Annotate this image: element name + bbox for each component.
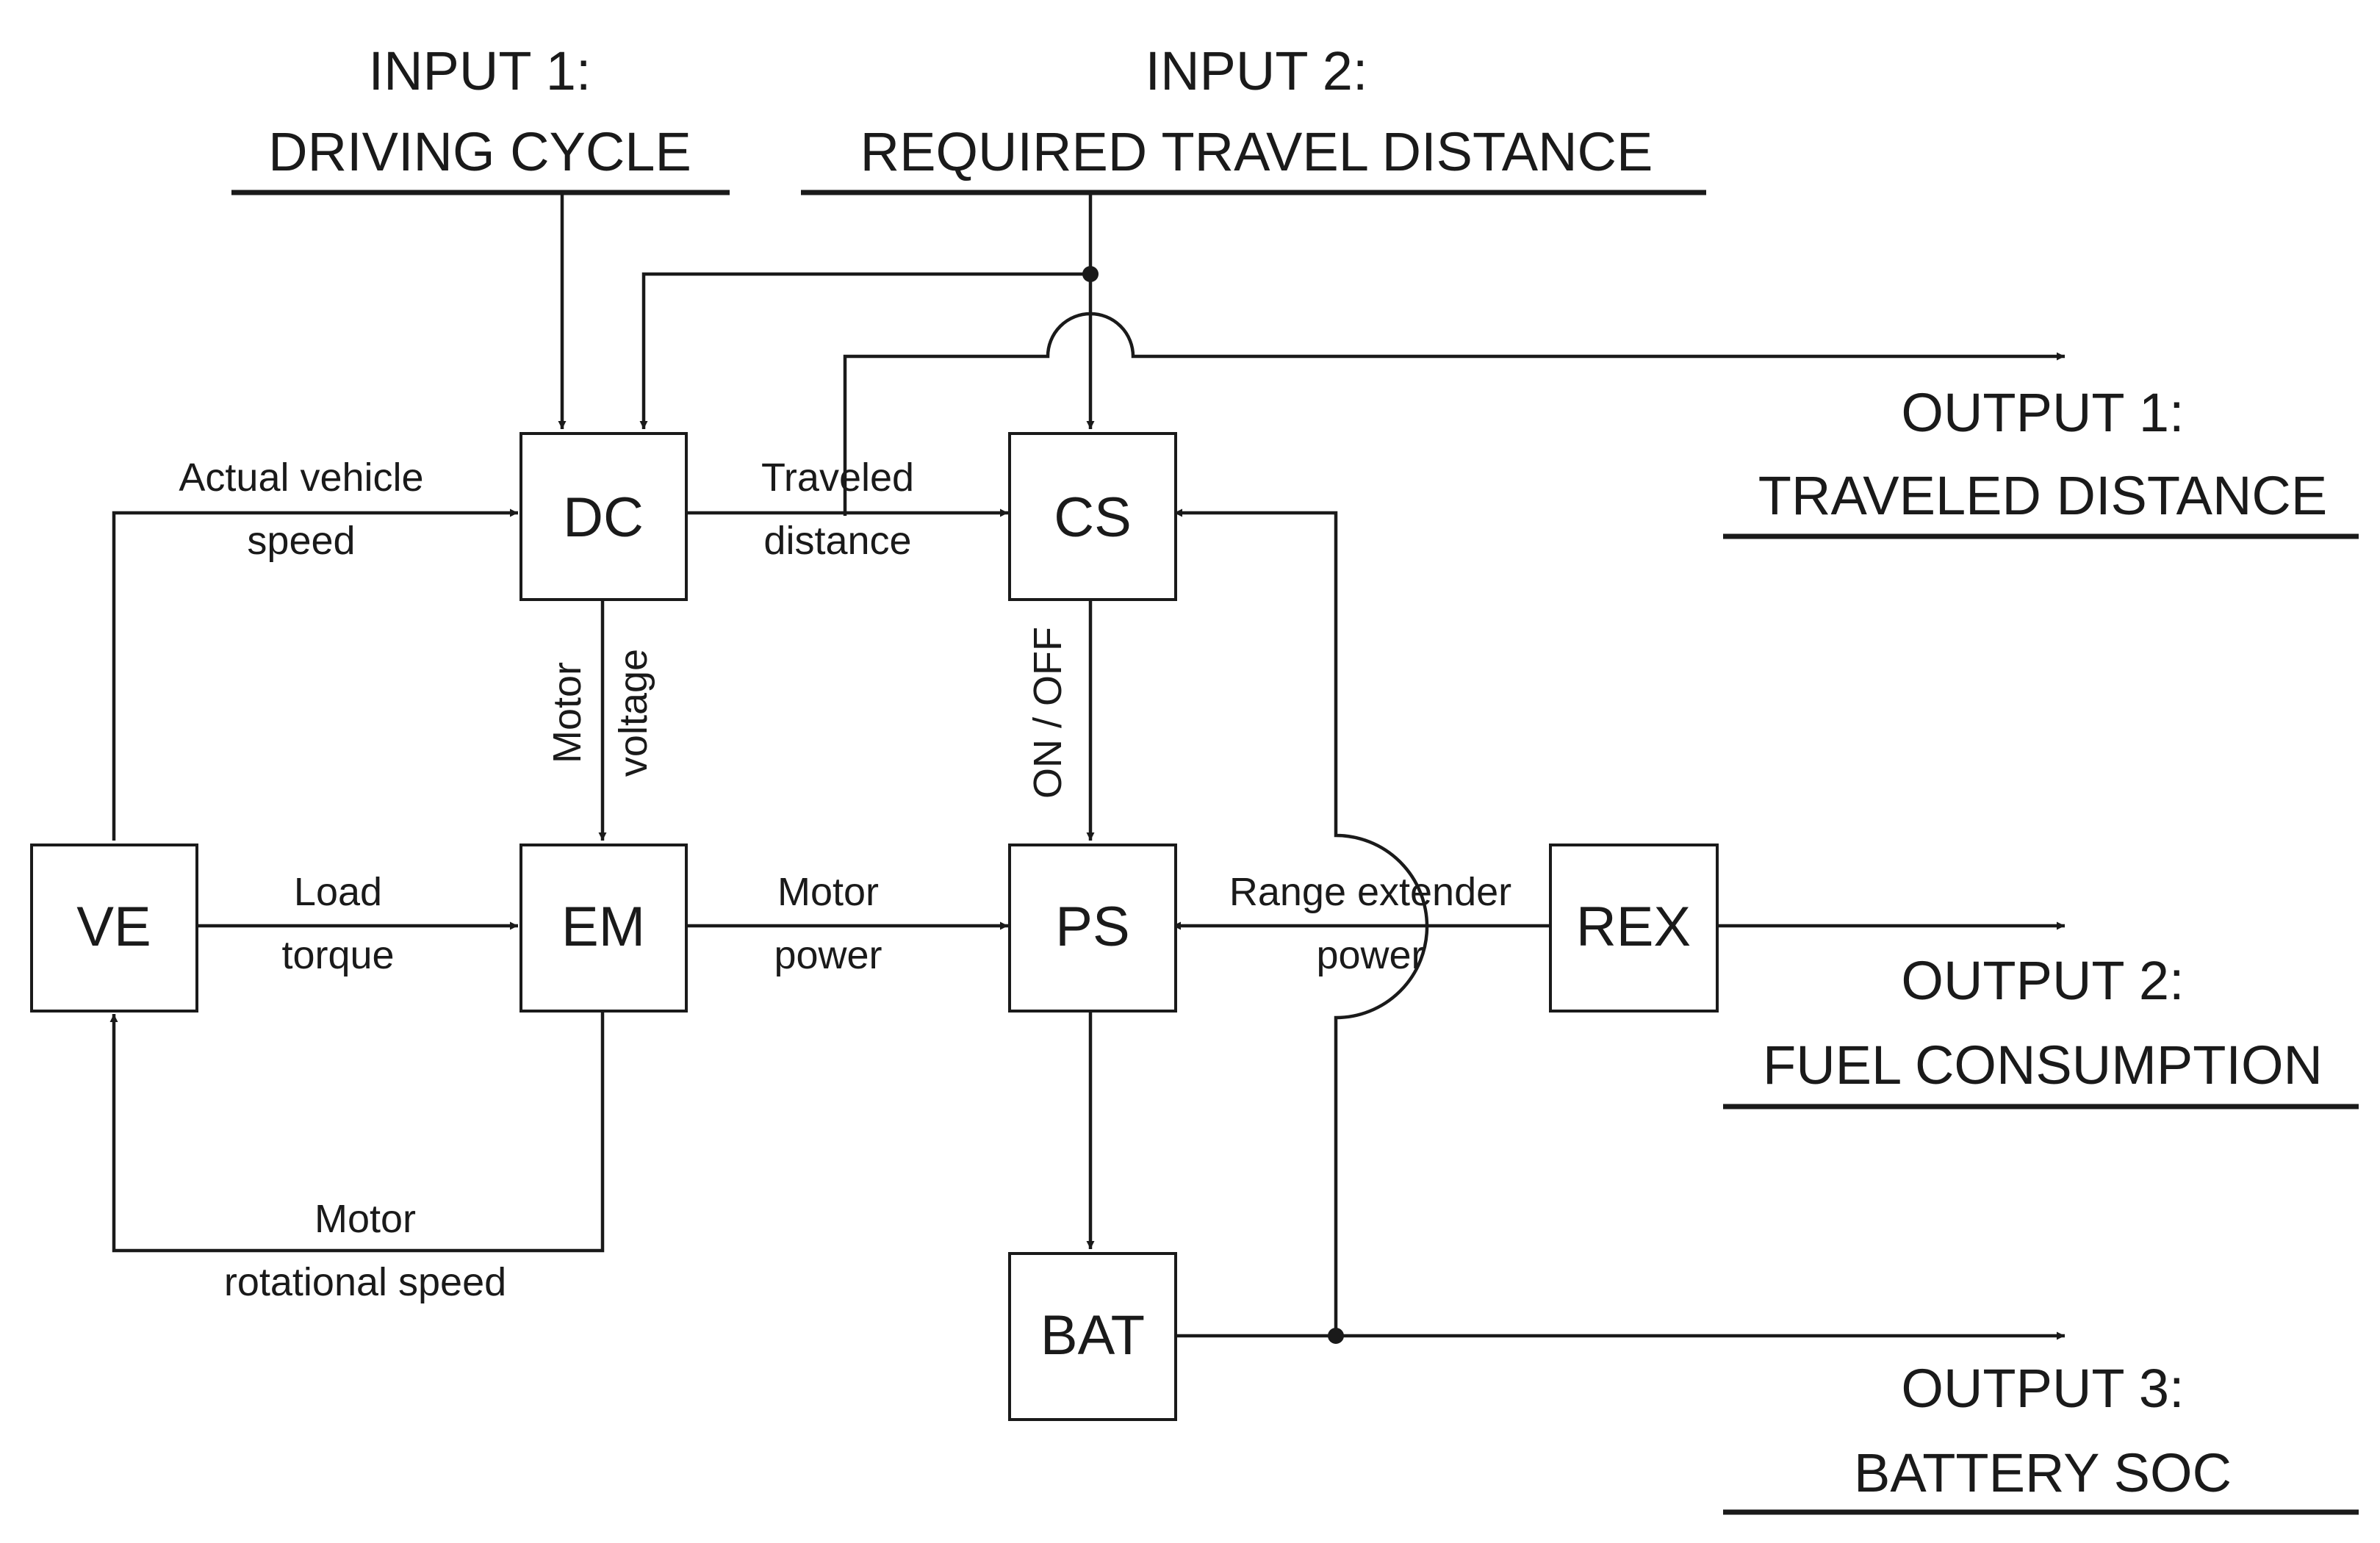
input-2-value: REQUIRED TRAVEL DISTANCE [860,121,1653,182]
block-dc: DC [519,432,688,601]
block-bat: BAT [1008,1252,1177,1421]
block-ps: PS [1008,844,1177,1013]
wire-soc-cs [1174,508,1429,1336]
signal-motor-voltage-line2: voltage [611,649,655,777]
output-3-value: BATTERY SOC [1854,1442,2232,1503]
signal-motor-power-line1: Motor [777,870,879,914]
input-2-label: INPUT 2: [1146,40,1368,101]
block-ve-label: VE [76,896,151,958]
signal-load-torque-line2: torque [281,933,394,977]
output-3-label: OUTPUT 3: [1901,1358,2184,1419]
block-em-label: EM [561,896,645,958]
block-rex-label: REX [1576,896,1691,958]
signal-traveled-distance-line2: distance [763,519,911,563]
block-ve: VE [30,844,198,1013]
wire-em-ve [109,1013,605,1253]
block-ps-label: PS [1055,896,1129,958]
block-bat-label: BAT [1040,1304,1145,1367]
block-dc-label: DC [563,486,644,549]
signal-motor-power-line2: power [774,933,882,977]
output-2-value: FUEL CONSUMPTION [1763,1035,2323,1096]
block-em: EM [519,844,688,1013]
input-1-value: DRIVING CYCLE [268,121,691,182]
signal-on-off: ON / OFF [1026,627,1070,799]
output-1-label: OUTPUT 1: [1901,382,2184,443]
output-1-value: TRAVELED DISTANCE [1758,465,2327,526]
input-1-label: INPUT 1: [369,40,592,101]
signal-motor-rotational-speed-line1: Motor [314,1197,416,1241]
block-rex: REX [1549,844,1719,1013]
signal-traveled-distance-line1: Traveled [761,456,914,500]
signal-motor-rotational-speed-line2: rotational speed [224,1260,506,1304]
signal-motor-voltage-line1: Motor [545,662,589,763]
block-cs: CS [1008,432,1177,601]
wire-traveled-output1 [843,312,2065,516]
signal-actual-vehicle-speed-line2: speed [247,519,355,563]
signal-range-extender-power-line2: power [1316,933,1424,977]
signal-range-extender-power-line1: Range extender [1229,870,1511,914]
output-2-label: OUTPUT 2: [1901,950,2184,1011]
junction-input2 [1082,266,1099,282]
signal-actual-vehicle-speed-line1: Actual vehicle [179,456,423,500]
wire-ve-dc [112,508,518,841]
wire-input2-dc [639,272,1090,429]
signal-load-torque-line1: Load [294,870,382,914]
block-cs-label: CS [1054,486,1132,549]
